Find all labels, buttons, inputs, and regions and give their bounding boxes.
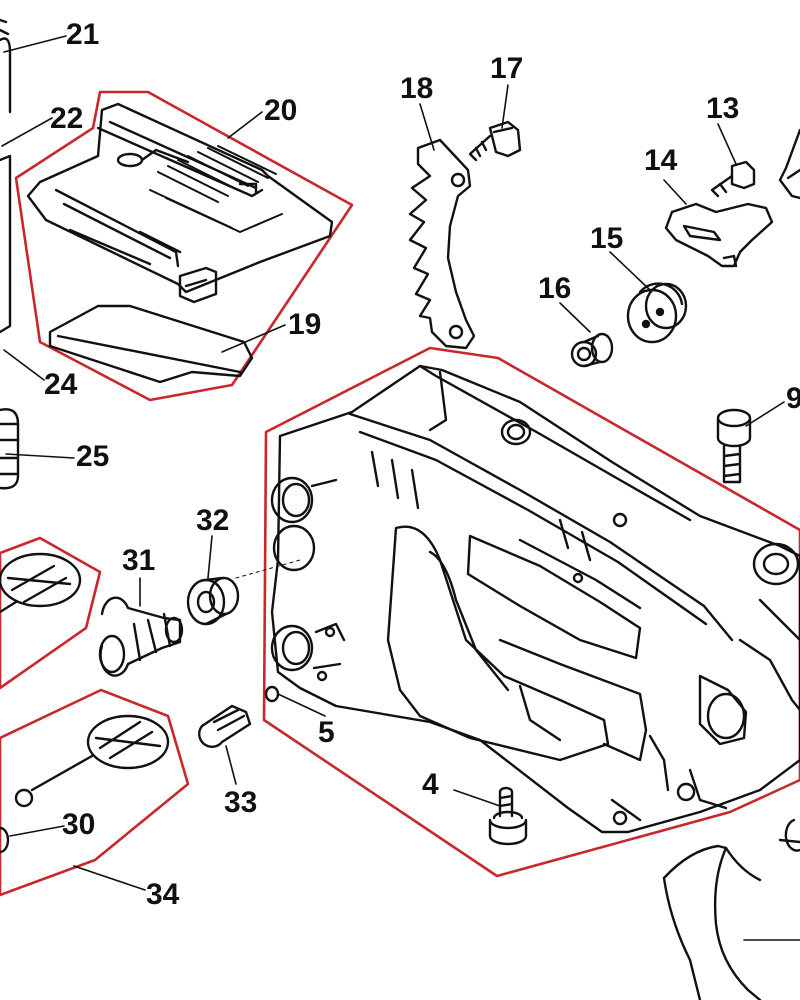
callout-25: 25 xyxy=(76,440,110,473)
part-17-screw xyxy=(468,120,522,162)
group-outline-spark-cap xyxy=(0,536,102,690)
part-19-pad xyxy=(48,304,254,384)
callout-24: 24 xyxy=(44,368,78,401)
group-outline-20 xyxy=(14,90,354,402)
edge-part-top-right xyxy=(778,128,800,200)
part-34-cap-key xyxy=(14,714,170,808)
edge-parts-bottom-right xyxy=(662,818,800,1000)
part-18-bumper xyxy=(408,138,476,350)
callout-16: 16 xyxy=(538,272,572,305)
callout-30: 30 xyxy=(62,808,96,841)
crankcase xyxy=(270,364,800,834)
callout-33: 33 xyxy=(224,786,258,819)
part-9-bolt xyxy=(716,408,752,484)
callout-34: 34 xyxy=(146,878,180,911)
callout-15: 15 xyxy=(590,222,624,255)
part-32-washer xyxy=(186,576,240,626)
part-5-oring xyxy=(264,685,280,703)
callout-17: 17 xyxy=(490,52,524,85)
part-20-plate xyxy=(26,102,334,304)
part-31-valve xyxy=(98,596,184,677)
part-13-screw xyxy=(710,160,756,198)
callout-5: 5 xyxy=(318,716,335,749)
leader-lines xyxy=(1,35,800,941)
callout-9: 9 xyxy=(786,382,800,415)
group-outline-34 xyxy=(0,688,190,897)
part-33-nozzle xyxy=(198,704,252,748)
callout-4: 4 xyxy=(422,768,439,801)
callout-31: 31 xyxy=(122,544,156,577)
part-30-edge xyxy=(0,826,10,854)
callout-20: 20 xyxy=(264,94,298,127)
callout-19: 19 xyxy=(288,308,322,341)
group-outline-crankcase xyxy=(262,346,800,878)
callout-22: 22 xyxy=(50,102,84,135)
part-spark-cap xyxy=(0,552,82,614)
callout-32: 32 xyxy=(196,504,230,537)
callout-14: 14 xyxy=(644,144,678,177)
part-4-bolt xyxy=(488,786,528,846)
callout-13: 13 xyxy=(706,92,740,125)
callout-18: 18 xyxy=(400,72,434,105)
part-16-sleeve xyxy=(570,332,614,368)
part-14-bracket xyxy=(664,202,774,268)
edge-parts-left xyxy=(0,18,20,490)
callout-21: 21 xyxy=(66,18,100,51)
part-15-grommet xyxy=(626,282,688,344)
group-outlines xyxy=(0,90,800,897)
